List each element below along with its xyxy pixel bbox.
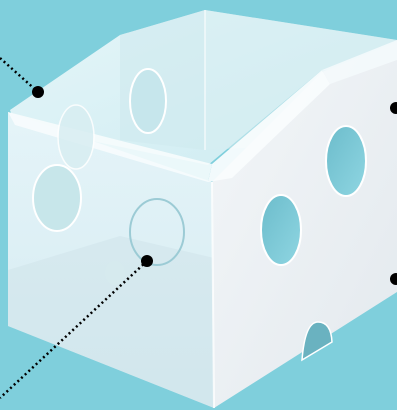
hole-right-bottom-notch	[301, 321, 333, 362]
callout-dot-inside-hole	[141, 255, 153, 267]
callout-line-top-left	[0, 57, 39, 93]
cube-rim-back	[322, 40, 397, 84]
hole-left-small	[105, 261, 125, 285]
hole-left-lower	[32, 164, 82, 232]
hole-right-upper	[325, 125, 367, 197]
hole-left-upper	[129, 68, 167, 134]
cube-edge-vertical	[211, 181, 215, 409]
cube-rim-right	[208, 70, 330, 182]
hole-left-outline	[129, 198, 185, 266]
callout-line-bottom-left	[0, 260, 148, 399]
hole-left-mid	[57, 104, 95, 170]
cube-left-face-shade	[8, 236, 214, 408]
callout-dot-top-left	[32, 86, 44, 98]
callout-dot-right-lower	[390, 273, 397, 285]
hole-right-mid	[260, 194, 302, 266]
callout-dot-right-upper	[390, 102, 397, 114]
